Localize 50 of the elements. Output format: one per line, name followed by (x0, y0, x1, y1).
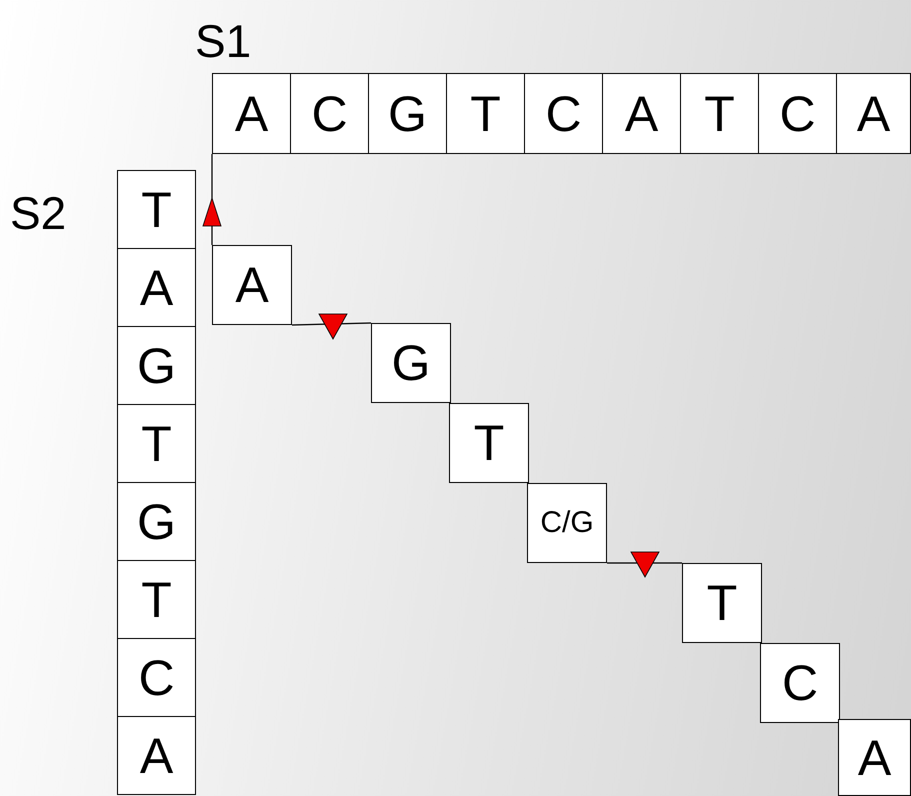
nucleotide-letter: A (140, 262, 174, 312)
nucleotide-letter: T (704, 88, 735, 138)
nucleotide-letter: G (137, 496, 176, 546)
nucleotide-letter: A (140, 730, 174, 780)
nucleotide-letter: A (234, 88, 268, 138)
sequence-cell (212, 73, 291, 154)
sequence-cell (117, 248, 196, 327)
sequence-cell (838, 719, 911, 796)
sequence-name: S2 (10, 190, 66, 236)
nucleotide-letter: G (137, 340, 176, 390)
nucleotide-letter: T (141, 184, 172, 234)
sequence-cell (117, 482, 196, 561)
nucleotide-letter: A (858, 732, 892, 782)
nucleotide-letter: G (392, 338, 430, 388)
nucleotide-letter: A (856, 88, 890, 138)
sequence-cell (758, 73, 837, 154)
sequence-cell (446, 73, 525, 154)
sequence-name: S1 (195, 18, 252, 64)
sequence-cell (117, 638, 196, 717)
nucleotide-letter: G (388, 88, 427, 138)
sequence-cell (371, 323, 451, 403)
nucleotide-letter: C (311, 88, 348, 138)
sequence-cell (524, 73, 603, 154)
nucleotide-letter: T (141, 418, 172, 468)
nucleotide-letter: C/G (540, 508, 594, 538)
sequence-cell (836, 73, 911, 154)
nucleotide-letter: A (624, 88, 658, 138)
sequence-cell (368, 73, 447, 154)
nucleotide-letter: C (779, 88, 816, 138)
sequence-cell (449, 403, 529, 483)
sequence-cell (117, 326, 196, 405)
nucleotide-letter: C (545, 88, 582, 138)
sequence-cell (117, 170, 196, 249)
sequence-cell (290, 73, 369, 154)
sequence-cell (117, 560, 196, 639)
nucleotide-letter: C (138, 652, 175, 702)
sequence-cell (602, 73, 681, 154)
sequence-cell (760, 643, 840, 723)
sequence-cell (682, 563, 762, 643)
sequence-cell (680, 73, 759, 154)
sequence-cell (212, 245, 292, 325)
sequence-cell (527, 483, 607, 563)
nucleotide-letter: T (141, 574, 172, 624)
nucleotide-letter: C (782, 658, 818, 708)
sequence-cell (117, 404, 196, 483)
nucleotide-letter: T (474, 418, 504, 468)
nucleotide-letter: T (470, 88, 501, 138)
nucleotide-letter: A (235, 260, 269, 310)
sequence-cell (117, 716, 196, 795)
nucleotide-letter: T (706, 578, 738, 628)
